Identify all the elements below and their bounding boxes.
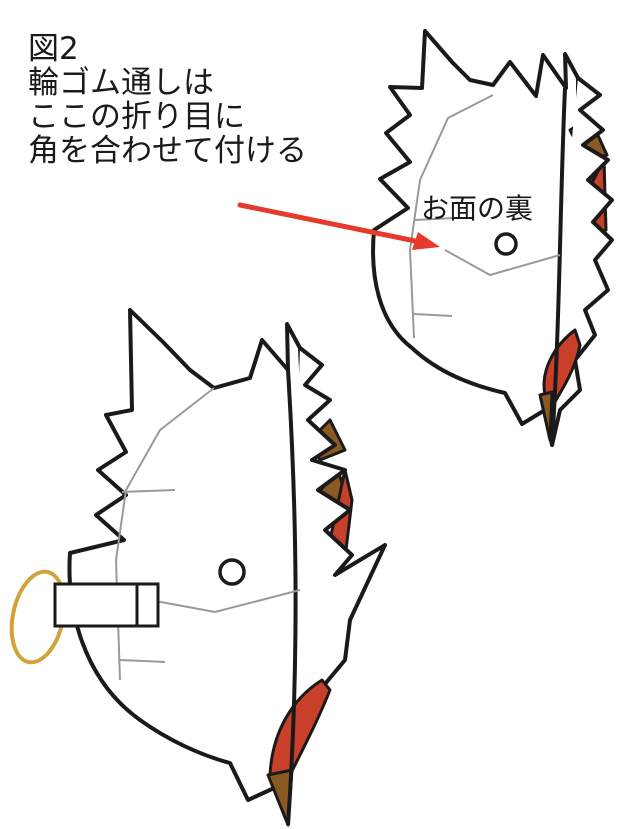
mask-back-eye-hole	[494, 232, 518, 256]
caption-line-3: 角を合わせて付ける	[28, 133, 307, 169]
figure-number: 図2	[28, 31, 79, 67]
mask-front-eye-hole	[218, 558, 246, 586]
mask-back-crease-horizontal	[444, 249, 561, 277]
mask-front-body	[67, 308, 310, 802]
pointer-arrow	[237, 202, 440, 250]
arrow-shaft	[237, 202, 423, 245]
figure-caption: 図2 輪ゴム通しは ここの折り目に 角を合わせて付ける	[28, 32, 358, 168]
mask-front-figure	[9, 308, 387, 827]
mask-front-crease-horizontal	[149, 589, 301, 614]
caption-line-1: 輪ゴム通しは	[28, 65, 214, 101]
caption-line-2: ここの折り目に	[28, 99, 245, 135]
mask-back-brown-tip	[538, 390, 554, 442]
mask-front-center-fold	[286, 369, 298, 826]
mask-front-red-strip-lower	[268, 678, 332, 777]
mask-front-crease-tick-lower	[119, 659, 166, 663]
mask-back-center-fold	[550, 87, 567, 446]
mask-back-crease-tick-lower	[413, 313, 453, 317]
arrow-head	[412, 232, 440, 250]
mask-front-crease-tick-upper	[121, 489, 176, 493]
mask-back-label: お面の裏	[421, 192, 534, 225]
mask-back-crease-top	[408, 94, 494, 339]
rubber-band-holder	[53, 582, 160, 628]
mask-back-crease-tick-upper	[414, 217, 456, 221]
mask-back-figure	[371, 29, 614, 447]
